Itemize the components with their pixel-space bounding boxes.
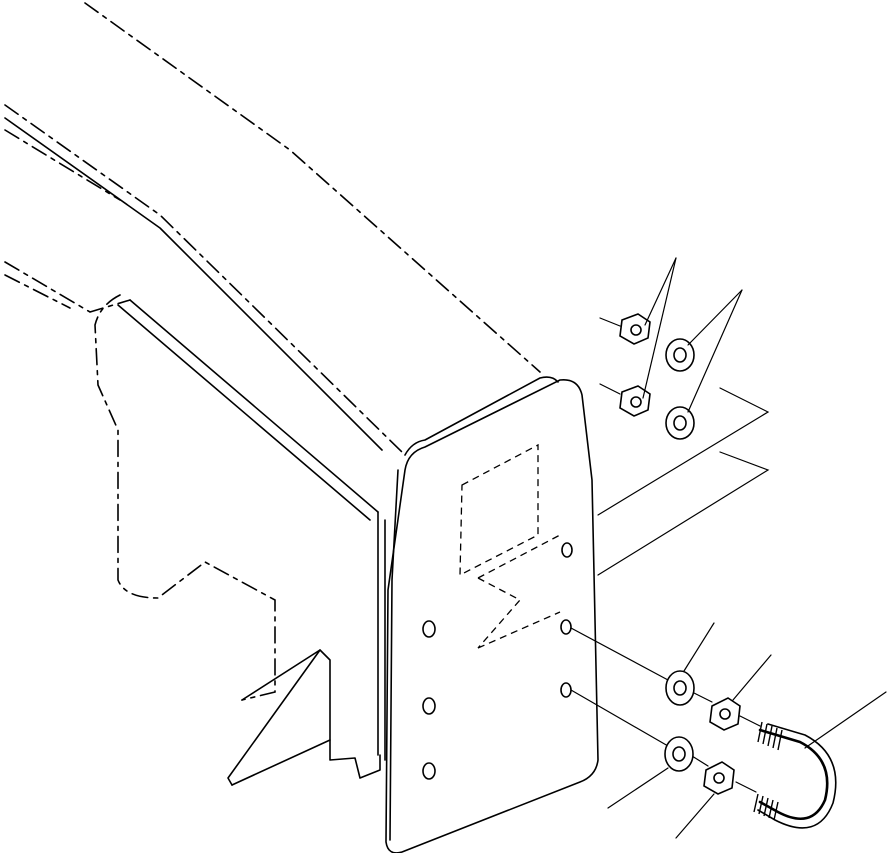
washer-icon: [665, 670, 695, 706]
hex-nut-icon: [703, 761, 735, 795]
lower-bolt-paths: [570, 627, 761, 793]
hex-nut-icon: [619, 313, 651, 345]
lower-hardware: [607, 622, 772, 839]
plate-hole-6: [560, 682, 572, 698]
u-bolt: [753, 691, 887, 829]
mounting-bracket-plate: [385, 378, 599, 853]
hex-nut-icon: [709, 697, 741, 731]
side-gusset: [94, 294, 386, 786]
washer-icon: [665, 338, 695, 372]
plate-hole-3: [422, 762, 436, 780]
washer-icon: [665, 406, 695, 440]
plate-hole-2: [422, 697, 436, 715]
thread-icon: [753, 793, 779, 821]
hex-nut-icon: [619, 385, 651, 417]
washer-icon: [664, 736, 694, 772]
upper-callout-lines: [597, 387, 770, 576]
hidden-channel: [477, 534, 561, 649]
upper-hardware: [599, 257, 743, 440]
plate-hole-4: [561, 542, 573, 558]
plate-hole-5: [560, 619, 572, 635]
plate-hole-1: [422, 620, 436, 638]
thread-icon: [757, 721, 783, 751]
frame-beam: [4, 2, 559, 521]
